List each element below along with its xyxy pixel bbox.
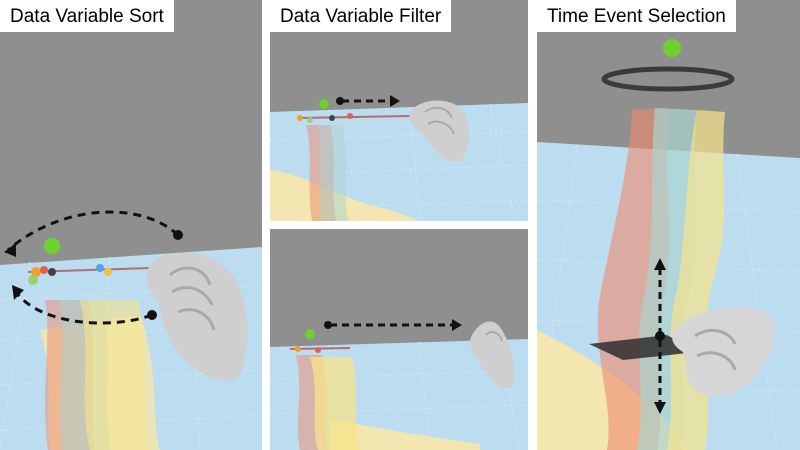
panel-time-event-selection: Time Event Selection xyxy=(537,0,800,450)
variable-ball-dark[interactable] xyxy=(329,115,335,121)
variable-ball-red[interactable] xyxy=(347,113,353,119)
panel-data-variable-filter: Data Variable Filter xyxy=(270,0,528,221)
variable-ball-yellow[interactable] xyxy=(104,268,112,276)
scene-sort xyxy=(0,0,262,450)
variable-ball-orange[interactable] xyxy=(295,346,301,352)
grab-handle-ball[interactable] xyxy=(319,99,329,109)
panel-data-variable-filter-bottom xyxy=(270,229,528,450)
panel-title-time-event: Time Event Selection xyxy=(537,0,736,32)
scene-filter-bottom xyxy=(270,229,528,450)
scene-time-event xyxy=(537,0,800,450)
grab-handle-ball[interactable] xyxy=(44,238,60,254)
grab-handle-ball[interactable] xyxy=(305,329,315,339)
drag-start-dot xyxy=(655,331,665,341)
arc-start-dot-lower xyxy=(147,310,157,320)
panel-data-variable-sort: Data Variable Sort xyxy=(0,0,262,450)
variable-ball-red[interactable] xyxy=(40,266,48,274)
drag-start-dot xyxy=(336,97,344,105)
drag-start-dot xyxy=(324,321,332,329)
scene-filter-top xyxy=(270,0,528,221)
grab-handle-ball[interactable] xyxy=(663,39,681,57)
variable-ball-red[interactable] xyxy=(315,347,321,353)
panel-title-sort: Data Variable Sort xyxy=(0,0,174,32)
variable-ball-orange[interactable] xyxy=(297,115,303,121)
variable-ball-blue[interactable] xyxy=(96,264,104,272)
panel-title-filter: Data Variable Filter xyxy=(270,0,451,32)
data-band-yellow xyxy=(310,357,360,450)
arc-start-dot-upper xyxy=(173,230,183,240)
variable-ball-dark[interactable] xyxy=(48,268,56,276)
data-band-teal xyxy=(318,125,348,221)
variable-ball-green[interactable] xyxy=(307,117,313,123)
variable-ball-green[interactable] xyxy=(28,275,38,285)
